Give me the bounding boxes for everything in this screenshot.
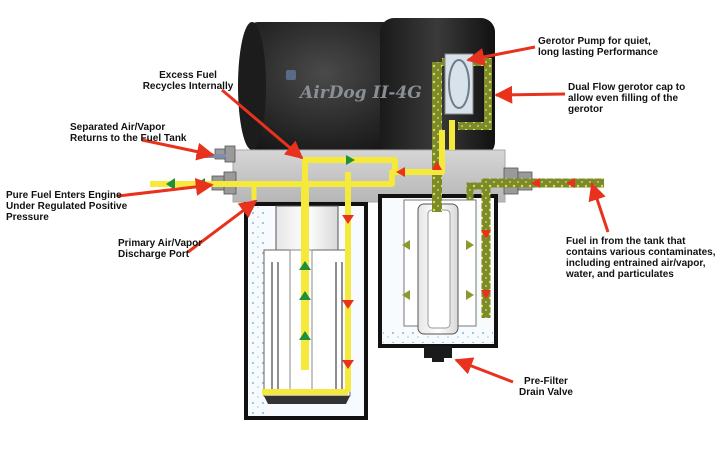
airdog-emblem-icon (286, 70, 296, 80)
callout-arrows (117, 45, 610, 384)
pre-filter-canister (378, 194, 498, 348)
brand-logo: AirDog II-4G (298, 83, 422, 103)
label-gerotor-pump: Gerotor Pump for quiet,long lasting Perf… (538, 36, 659, 58)
clean-fuel-path (150, 120, 455, 395)
gerotor (444, 53, 474, 115)
drain-valve (424, 346, 452, 362)
